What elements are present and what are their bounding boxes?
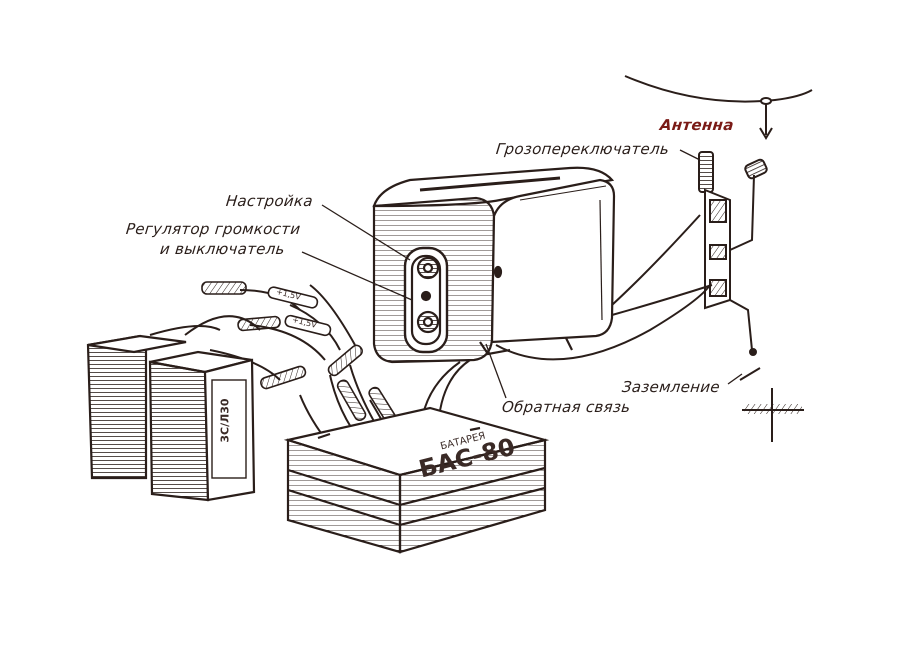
volume-label-line1: Регулятор громкости	[125, 220, 302, 238]
small-batteries	[86, 334, 256, 502]
antenna-label: Антенна	[659, 116, 735, 134]
ground-label: Заземление	[621, 378, 721, 396]
radio-receiver	[372, 166, 616, 364]
antenna-wire	[624, 75, 813, 140]
ground-symbol	[739, 367, 804, 442]
leader-lines	[301, 149, 743, 399]
lightning-switch	[698, 151, 768, 356]
feedback-label: Обратная связь	[501, 398, 632, 416]
lightning-switch-label: Грозопереключатель	[495, 140, 671, 158]
tuning-label: Настройка	[225, 192, 314, 210]
large-battery	[283, 406, 550, 554]
volume-label-line2: и выключатель	[159, 240, 286, 258]
small-battery-text: 3С/Л30	[218, 398, 232, 443]
